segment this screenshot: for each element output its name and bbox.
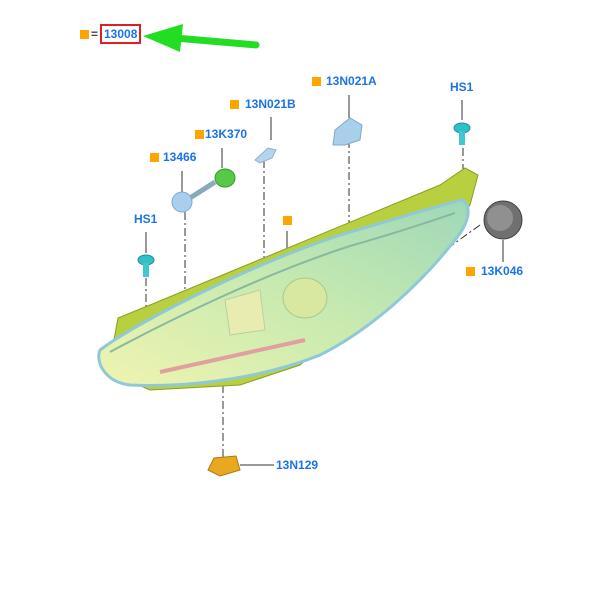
part-label-13N129[interactable]: 13N129 (276, 458, 319, 472)
marker-square-icon (150, 153, 159, 162)
bulb-13N021A-icon (332, 117, 363, 146)
part-label-hs1-top[interactable]: HS1 (450, 80, 474, 94)
headlamp-assembly (97, 167, 479, 391)
part-label-13K370[interactable]: 13K370 (205, 127, 248, 141)
part-label-13N021B[interactable]: 13N021B (245, 97, 296, 111)
clip-hs1-left-icon (137, 254, 155, 277)
part-label-13N021A[interactable]: 13N021A (326, 74, 377, 88)
marker-square-icon (466, 267, 475, 276)
marker-square-icon (195, 130, 204, 139)
bracket-13N129-icon (207, 455, 241, 477)
main-part-label[interactable]: 13008 (100, 24, 142, 44)
equals-sign: = (91, 27, 99, 41)
marker-square-icon (312, 77, 321, 86)
cap-13K046-icon (483, 200, 523, 240)
clip-hs1-top-icon (453, 122, 471, 145)
pointer-arrow-icon (143, 24, 260, 52)
marker-square-icon (80, 30, 89, 39)
part-label-13466[interactable]: 13466 (163, 150, 197, 164)
bulb-13N021B-icon (254, 147, 277, 164)
part-label-13K046[interactable]: 13K046 (481, 264, 524, 278)
leader-lines (145, 95, 504, 466)
socket-13K370-icon (214, 168, 236, 188)
bulb-13466-icon (171, 179, 217, 213)
marker-square-icon (283, 216, 292, 225)
marker-square-icon (230, 100, 239, 109)
part-label-hs1-left[interactable]: HS1 (134, 212, 158, 226)
